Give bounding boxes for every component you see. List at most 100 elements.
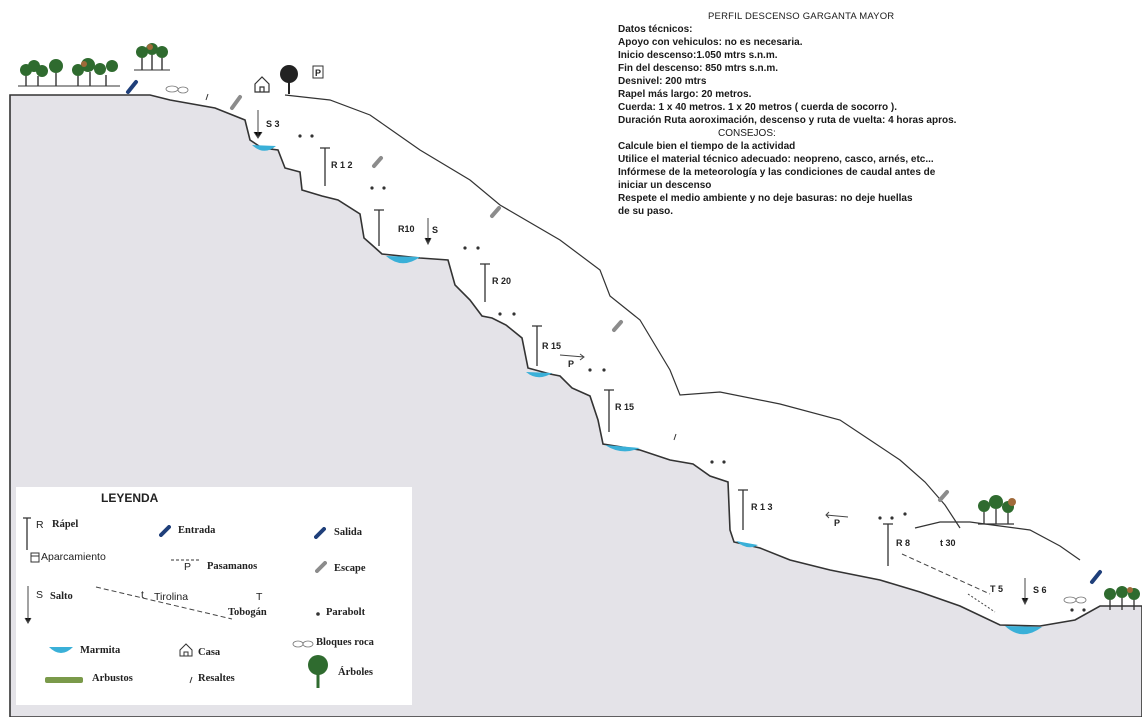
legend-tirolina: Tirolina: [154, 591, 189, 603]
salto-icon: [24, 586, 32, 624]
marmita-icon: [49, 647, 73, 653]
legend-rapel: Rápel: [52, 519, 79, 530]
legend-salida: Salida: [334, 527, 363, 538]
legend-aparcamiento: Aparcamiento: [41, 551, 106, 563]
legend: LEYENDA R Rápel Entrada Salida Aparcamie…: [16, 487, 412, 705]
label-r10: R10: [398, 224, 415, 234]
legend-salto-s: S: [36, 589, 44, 601]
entrada-marker: [126, 80, 138, 94]
rapel-r15b: [604, 389, 614, 432]
house-icon: [254, 76, 270, 93]
rapel-r15a: [532, 325, 542, 366]
tobogan: [967, 593, 996, 613]
pasamanos-1: [559, 353, 585, 361]
profile-title: PERFIL DESCENSO GARGANTA MAYOR: [708, 11, 895, 22]
legend-marmita: Marmita: [80, 645, 121, 656]
rapel-r13: [738, 489, 748, 530]
tirolina-icon: [95, 586, 233, 620]
arbustos-icon: [45, 677, 83, 683]
escape-5: [938, 490, 949, 502]
legend-rapel-r: R: [36, 519, 44, 531]
trees-mid-right: [978, 495, 1016, 525]
legend-parabolt: Parabolt: [326, 607, 366, 618]
parking-label: P: [315, 68, 321, 78]
parking-icon: P: [312, 65, 324, 79]
legend-title: LEYENDA: [101, 491, 159, 505]
tech-line: Apoyo con vehiculos: no es necesaria.: [618, 37, 803, 48]
advice-line: Respete el medio ambiente y no deje basu…: [618, 193, 913, 204]
pasamanos-2: [825, 511, 849, 519]
tech-line: Desnivel: 200 mtrs: [618, 76, 707, 87]
legend-salto: Salto: [50, 591, 73, 602]
casa-icon: [179, 643, 193, 657]
salida-marker: [1090, 570, 1102, 584]
rapel-r10: [374, 209, 384, 246]
trees-bottom-right: [1104, 586, 1140, 610]
info-panel: PERFIL DESCENSO GARGANTA MAYOR Datos téc…: [618, 10, 1138, 218]
label-s3: S 3: [266, 119, 280, 129]
label-t30: t 30: [940, 538, 956, 548]
parabolt-dots: [298, 134, 1086, 612]
arboles-icon: [308, 655, 328, 688]
parabolt-icon: [316, 612, 320, 616]
tech-heading: Datos técnicos:: [618, 24, 693, 35]
label-s6: S 6: [1033, 585, 1047, 595]
tech-line: Cuerda: 1 x 40 metros. 1 x 20 metros ( c…: [618, 102, 897, 113]
legend-bloques: Bloques roca: [316, 637, 374, 648]
salto-s-small: [424, 218, 432, 246]
escape-2: [372, 156, 383, 168]
label-t5: T 5: [990, 584, 1003, 594]
resalte-2: [673, 433, 677, 441]
bloques-icon: [292, 640, 314, 648]
upper-slope: [284, 94, 961, 529]
single-tree-icon: [280, 65, 298, 94]
resalte-1: [205, 93, 209, 101]
advice-heading: CONSEJOS:: [718, 128, 776, 139]
tech-line: Duración Ruta aoroximación, descenso y r…: [618, 115, 957, 126]
tirolina: [901, 553, 991, 595]
legend-pasamanos: Pasamanos: [207, 561, 258, 572]
legend-tobogan-t: T: [256, 591, 263, 603]
legend-resaltes: Resaltes: [198, 673, 235, 684]
escape-1: [230, 95, 242, 110]
advice-line: Utilice el material técnico adecuado: ne…: [618, 154, 934, 165]
legend-tirolina-t: t: [141, 589, 144, 601]
tech-line: Inicio descenso:1.050 mtrs s.n.m.: [618, 50, 778, 61]
boulders: [165, 85, 1087, 604]
label-r15b: R 15: [615, 402, 634, 412]
label-r8: R 8: [896, 538, 910, 548]
legend-arbustos: Arbustos: [92, 673, 133, 684]
advice-line: de su paso.: [618, 206, 674, 217]
label-s-small: S: [432, 225, 438, 235]
upper-slope-right: [914, 521, 1081, 561]
legend-entrada: Entrada: [178, 525, 216, 536]
legend-pasamanos-p: P: [184, 561, 192, 573]
advice-line: iniciar un descenso: [618, 180, 712, 191]
legend-casa: Casa: [198, 647, 221, 658]
label-p1: P: [568, 359, 574, 369]
escape-icon: [315, 561, 327, 573]
label-r12: R 1 2: [331, 160, 353, 170]
rapel-r12: [320, 147, 330, 186]
label-r20: R 20: [492, 276, 511, 286]
advice-line: Calcule bien el tiempo de la actividad: [618, 141, 796, 152]
rapel-icon: [23, 517, 31, 550]
label-p2: P: [834, 518, 840, 528]
pasamanos-icon: [171, 559, 201, 561]
trees-top-left: [18, 43, 170, 87]
legend-arboles: Árboles: [338, 667, 373, 678]
pools: [252, 145, 1042, 635]
salida-icon: [314, 527, 326, 539]
resalte-icon: [189, 676, 193, 684]
tech-line: Fin del descenso: 850 mtrs s.n.m.: [618, 63, 779, 74]
legend-tobogan: Tobogán: [228, 607, 267, 618]
entrada-icon: [159, 525, 171, 537]
salto-s3: [253, 110, 263, 139]
escape-3: [490, 206, 501, 218]
escape-4: [612, 320, 623, 332]
legend-escape: Escape: [334, 563, 366, 574]
rapel-r8: [883, 523, 893, 566]
rapel-r20: [480, 263, 490, 302]
salto-s6: [1021, 578, 1029, 606]
aparcamiento-icon: [30, 552, 40, 563]
